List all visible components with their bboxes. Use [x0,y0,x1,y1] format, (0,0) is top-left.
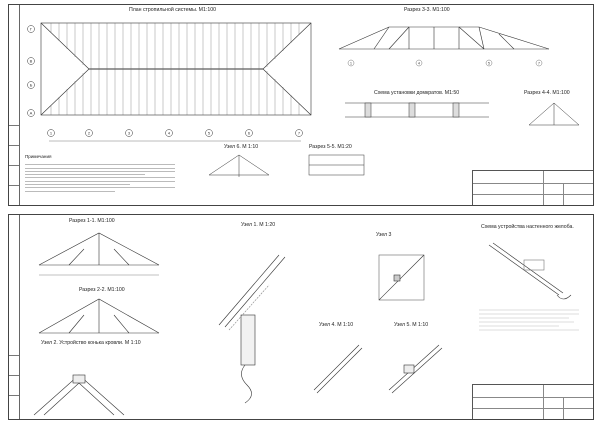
sheet2-side-stamp [9,215,20,419]
node-1-title: Узел 1. М 1:20 [241,222,276,228]
svg-text:7: 7 [538,61,540,65]
section-4-4-title: Разрез 4-4. М1:100 [524,90,570,96]
svg-text:5: 5 [488,61,490,65]
sheet2-title-block [472,384,593,419]
roof-plan-drawing: 1 2 3 4 5 6 7 Г В Б А 1 4 5 7 [27,22,580,177]
notes-text-lines [25,162,175,194]
node-2-title: Узел 2. Устройство конька кровли. М 1:10 [41,340,141,346]
jack-scheme-title: Схема установки домкратов. М1:50 [374,90,460,96]
section-3-3-title: Разрез 3-3. М1:100 [404,7,450,13]
svg-text:Г: Г [30,27,33,32]
svg-text:6: 6 [248,131,251,136]
node-6-title: Узел 6. М 1:10 [224,144,259,150]
section-5-5-title: Разрез 5-5. М1:20 [309,144,352,150]
node-3-title: Узел 3 [376,232,392,238]
gutter-scheme-title: Схема устройства настенного желоба. [481,224,574,230]
svg-text:3: 3 [128,131,131,136]
svg-text:2: 2 [88,131,91,136]
svg-text:Б: Б [30,83,33,88]
svg-text:7: 7 [298,131,301,136]
svg-text:4: 4 [418,61,420,65]
section-1-1-title: Разрез 1-1. М1:100 [69,218,115,224]
notes-title: Примечания [25,154,52,159]
drawing-sheet-2: Разрез 1-1. М1:100 Разрез 2-2. М1:100 Уз… [8,214,594,420]
section-2-2-title: Разрез 2-2. М1:100 [79,287,125,293]
drawing-sheet-1: План стропильной системы. М1:100 1 2 3 4… [8,4,594,206]
node-5-title: Узел 5. М 1:10 [394,322,429,328]
svg-text:1: 1 [50,131,53,136]
svg-text:1: 1 [350,61,352,65]
sheet1-side-stamp [9,5,20,205]
sheet1-title-block [472,170,593,205]
svg-text:4: 4 [168,131,171,136]
svg-text:А: А [30,111,33,116]
plan-title: План стропильной системы. М1:100 [129,7,216,13]
sections-and-nodes-drawing [33,232,579,416]
svg-text:В: В [30,59,33,64]
svg-text:5: 5 [208,131,211,136]
node-4-title: Узел 4. М 1:10 [319,322,354,328]
